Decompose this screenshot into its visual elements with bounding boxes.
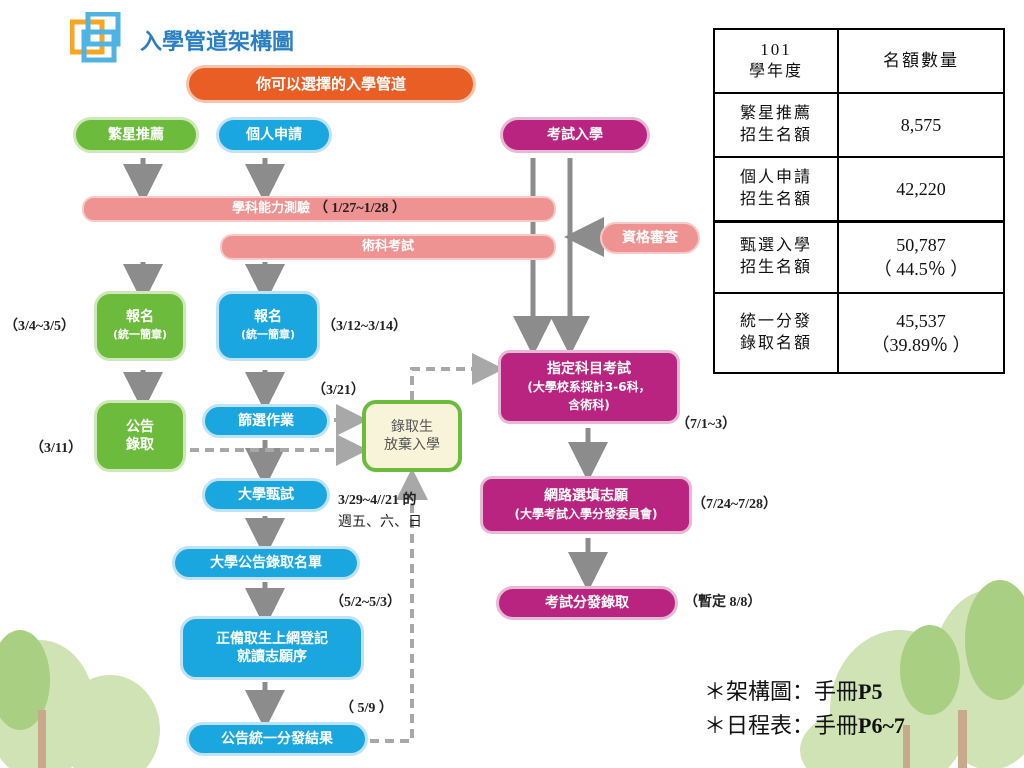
- quota-row-label: 個人申請招生名額: [713, 156, 839, 222]
- channel-personal[interactable]: 個人申請: [216, 117, 332, 153]
- quota-row-label: 繁星推薦招生名額: [713, 92, 839, 158]
- screening[interactable]: 篩選作業: [202, 404, 330, 438]
- page-title: 入學管道架構圖: [140, 30, 295, 55]
- designated-exam-sub1: (大學校系採計3-6科，: [527, 380, 651, 394]
- forfeit-label-1: 錄取生: [391, 419, 433, 435]
- gsat-label: 學科能力測驗: [231, 201, 310, 216]
- quota-row-value: 50,787（ 44.5％ ）: [837, 220, 1005, 294]
- forfeit-label-2: 放棄入學: [384, 437, 440, 453]
- art-exam-bar: 術科考試: [220, 234, 556, 260]
- star-announce[interactable]: 公告 錄取: [94, 400, 186, 472]
- channel-star[interactable]: 繁星推薦: [73, 117, 199, 153]
- designated-exam[interactable]: 指定科目考試 (大學校系採計3-6科， 含術科): [498, 350, 680, 424]
- note-diagram: ＊架構圖：手冊P5: [704, 679, 883, 705]
- online-registration-date: （ 5/9 ）: [340, 701, 393, 716]
- quota-year-label: 學年度: [748, 63, 803, 80]
- designated-exam-label: 指定科目考試: [547, 361, 631, 377]
- star-announce-label: 公告: [126, 419, 154, 435]
- quota-row-value: 45,537（39.89％ ）: [837, 292, 1005, 374]
- table-row: 統一分發錄取名額 45,537（39.89％ ）: [713, 292, 1005, 374]
- table-row: 甄選入學招生名額 50,787（ 44.5％ ）: [713, 220, 1005, 294]
- designated-exam-sub2: 含術科): [568, 398, 610, 412]
- star-register-date: （3/4~3/5）: [4, 319, 76, 334]
- interview-date-1: 3/29~4//21 的: [338, 493, 417, 508]
- online-registration-label2: 就讀志願序: [237, 649, 307, 665]
- online-registration-label: 正備取生上網登記: [216, 631, 328, 647]
- qualification-review: 資格審查: [600, 222, 700, 254]
- online-choice-sub: (大學考試入學分發委員會): [514, 507, 658, 521]
- interview-date-2: 週五、六、日: [338, 515, 422, 530]
- quota-row-label: 統一分發錄取名額: [713, 292, 839, 374]
- star-register[interactable]: 報名 (統一簡章): [94, 291, 186, 361]
- exam-admission-date: （暫定 8/8）: [684, 595, 762, 610]
- gsat-bar: 學科能力測驗 （ 1/27~1/28 ）: [82, 196, 556, 222]
- quota-header-year: 101 學年度: [713, 28, 839, 94]
- online-choice-date: （7/24~7/28）: [692, 497, 778, 512]
- designated-exam-date: （7/1~3）: [676, 417, 737, 432]
- table-row: 個人申請招生名額 42,220: [713, 156, 1005, 222]
- personal-register-label: 報名: [254, 309, 282, 325]
- screening-date: （3/21）: [312, 383, 365, 398]
- star-announce-label2: 錄取: [126, 437, 154, 453]
- quota-table: 101 學年度 名額數量 繁星推薦招生名額 8,575 個人申請招生名額 42,…: [713, 28, 1005, 374]
- personal-register-sub: (統一簡章): [240, 328, 296, 341]
- university-interview[interactable]: 大學甄試: [202, 478, 330, 512]
- admission-list[interactable]: 大學公告錄取名單: [172, 546, 360, 580]
- quota-row-value: 8,575: [837, 92, 1005, 158]
- star-announce-date: （3/11）: [30, 441, 83, 456]
- logo-icon: [70, 12, 121, 63]
- online-registration[interactable]: 正備取生上網登記 就讀志願序: [180, 616, 364, 680]
- quota-year: 101: [760, 40, 792, 59]
- personal-register-date: （3/12~3/14）: [322, 319, 408, 334]
- star-register-label: 報名: [126, 309, 154, 325]
- quota-header-count: 名額數量: [837, 28, 1005, 94]
- star-register-sub: (統一簡章): [112, 328, 168, 341]
- quota-row-value: 42,220: [837, 156, 1005, 222]
- distribution-result[interactable]: 公告統一分發結果: [186, 722, 368, 756]
- channel-banner: 你可以選擇的入學管道: [186, 65, 476, 103]
- personal-register[interactable]: 報名 (統一簡章): [216, 291, 320, 361]
- online-choice-label: 網路選填志願: [544, 488, 628, 504]
- exam-admission[interactable]: 考試分發錄取: [496, 586, 678, 620]
- forfeit-admission[interactable]: 錄取生 放棄入學: [362, 400, 462, 472]
- quota-row-label: 甄選入學招生名額: [713, 220, 839, 294]
- channel-exam[interactable]: 考試入學: [500, 117, 650, 153]
- tree-background: [0, 580, 1024, 768]
- note-schedule: ＊日程表：手冊P6~7: [704, 713, 905, 739]
- gsat-date: （ 1/27~1/28 ）: [313, 201, 407, 216]
- online-choice[interactable]: 網路選填志願 (大學考試入學分發委員會): [480, 476, 692, 534]
- table-row: 繁星推薦招生名額 8,575: [713, 92, 1005, 158]
- admission-list-date: （5/2~5/3）: [330, 595, 402, 610]
- quota-header-row: 101 學年度 名額數量: [713, 28, 1005, 94]
